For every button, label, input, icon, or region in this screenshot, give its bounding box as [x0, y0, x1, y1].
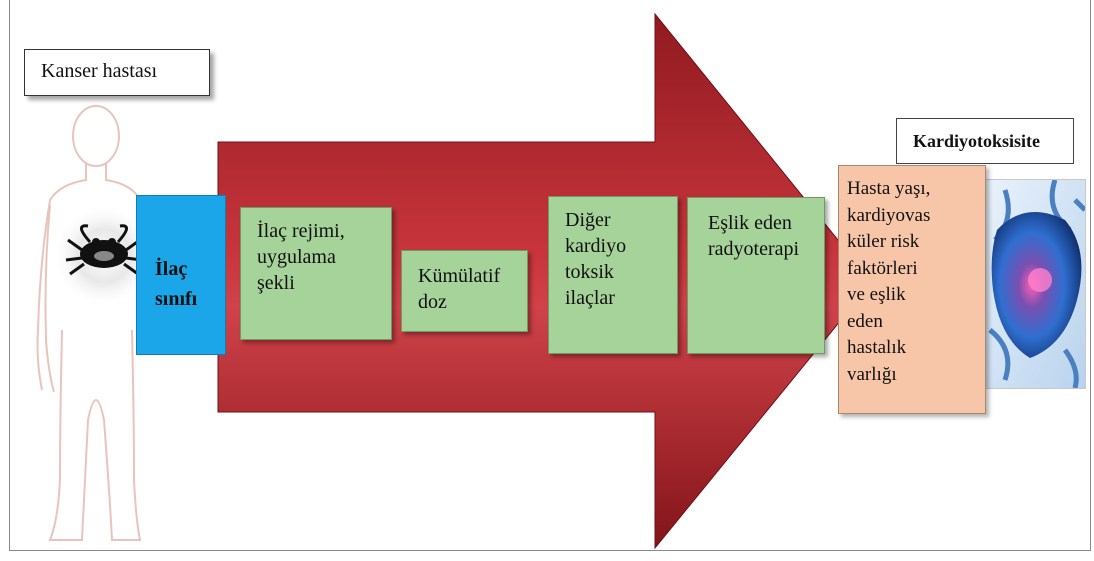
regimen-line: şekli — [257, 272, 295, 294]
risk-factors-box: Hasta yaşı, kardiyovas küler risk faktör… — [838, 165, 986, 414]
other-drugs-line: ilaçlar — [565, 287, 615, 309]
risk-line: faktörleri — [847, 257, 918, 279]
risk-line: Hasta yaşı, — [847, 178, 931, 199]
process-arrow — [217, 12, 873, 550]
risk-line: küler risk — [847, 231, 920, 252]
dose-line: Kümülatif — [418, 265, 501, 287]
cardiotoxicity-label: Kardiyotoksisite — [896, 118, 1074, 164]
radiotherapy-line: Eşlik eden — [708, 212, 792, 234]
patient-label: Kanser hastası — [24, 49, 210, 96]
drug-class-line1: İlaç — [155, 258, 188, 280]
regimen-line: İlaç rejimi, — [257, 220, 345, 242]
risk-line: varlığı — [847, 363, 897, 385]
regimen-line: uygulama — [257, 246, 336, 268]
drug-class-box: İlaç sınıfı — [136, 195, 226, 355]
risk-line: hastalık — [847, 337, 907, 358]
regimen-box: İlaç rejimi, uygulama şekli — [240, 207, 392, 340]
patient-silhouette — [36, 105, 142, 541]
cumulative-dose-box: Kümülatif doz — [401, 250, 528, 332]
drug-class-line2: sınıfı — [155, 288, 198, 310]
other-drugs-line: Diğer — [565, 209, 611, 231]
radiotherapy-box: Eşlik eden radyoterapi — [687, 197, 825, 354]
other-drugs-line: toksik — [565, 261, 614, 283]
risk-line: eden — [847, 310, 883, 332]
risk-line: kardiyovas — [847, 204, 931, 226]
cancer-crab-icon — [65, 224, 143, 276]
dose-line: doz — [418, 291, 447, 313]
radiotherapy-line: radyoterapi — [708, 238, 800, 260]
other-cardiotoxic-drugs-box: Diğer kardiyo toksik ilaçlar — [548, 196, 678, 354]
risk-line: ve eşlik — [847, 284, 906, 305]
heart-image — [984, 179, 1086, 389]
other-drugs-line: kardiyo — [565, 235, 627, 257]
